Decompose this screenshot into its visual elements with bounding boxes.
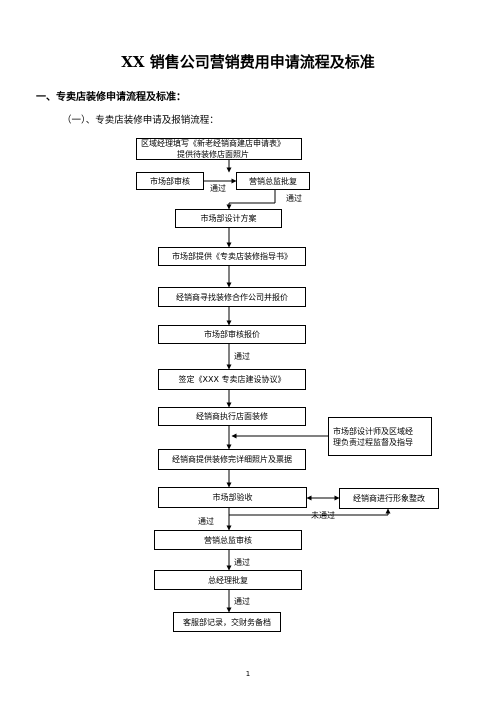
page-number: 1: [245, 670, 251, 678]
flow-step-gm-approve: 总经理批复: [154, 570, 302, 590]
flow-step-execute-renovation: 经销商执行店面装修: [158, 407, 306, 426]
flow-step-apply-form-line2: 提供待装修店面照片: [177, 150, 249, 159]
label-fail: 未通过: [311, 511, 335, 520]
flow-step-provide-photos: 经销商提供装修完详细照片及票据: [158, 449, 306, 470]
flow-step-sales-director-approve: 营销总监批复: [236, 172, 310, 190]
flow-step-acceptance: 市场部验收: [158, 487, 307, 508]
flow-step-find-contractor: 经销商寻找装修合作公司并报价: [158, 287, 306, 307]
flow-side-supervision-line1: 市场部设计师及区域经: [333, 426, 413, 436]
flow-side-supervision: 市场部设计师及区域经 理负责过程监督及指导: [328, 417, 432, 456]
subsection-heading: （一）、专卖店装修申请及报销流程：: [62, 115, 219, 126]
label-pass: 通过: [234, 597, 250, 606]
flow-step-marketing-review: 市场部审核: [136, 172, 204, 190]
flow-step-archive: 客服部记录，交财务备档: [173, 612, 281, 632]
flow-step-guidebook: 市场部提供《专卖店装修指导书》: [158, 247, 306, 266]
document-title: XX 销售公司营销费用申请流程及标准: [121, 53, 375, 71]
label-pass: 通过: [234, 558, 250, 567]
flow-side-rectification: 经销商进行形象整改: [339, 488, 439, 509]
section-heading: 一、专卖店装修申请流程及标准：: [36, 92, 186, 103]
flow-step-director-review: 营销总监审核: [154, 530, 302, 550]
flow-side-supervision-line2: 理负责过程监督及指导: [333, 437, 413, 447]
label-pass: 通过: [286, 194, 302, 203]
label-pass: 通过: [210, 184, 226, 193]
flow-step-apply-form: 区域经理填写《新老经销商建店申请表》 提供待装修店面照片: [136, 138, 302, 160]
label-pass: 通过: [198, 517, 214, 526]
flow-step-sign-agreement: 签定《XXX 专卖店建设协议》: [158, 369, 306, 390]
flow-step-design-plan: 市场部设计方案: [175, 209, 282, 228]
flow-step-review-quote: 市场部审核报价: [158, 325, 306, 344]
label-pass: 通过: [234, 352, 250, 361]
flow-step-apply-form-line1: 区域经理填写《新老经销商建店申请表》: [141, 139, 285, 148]
